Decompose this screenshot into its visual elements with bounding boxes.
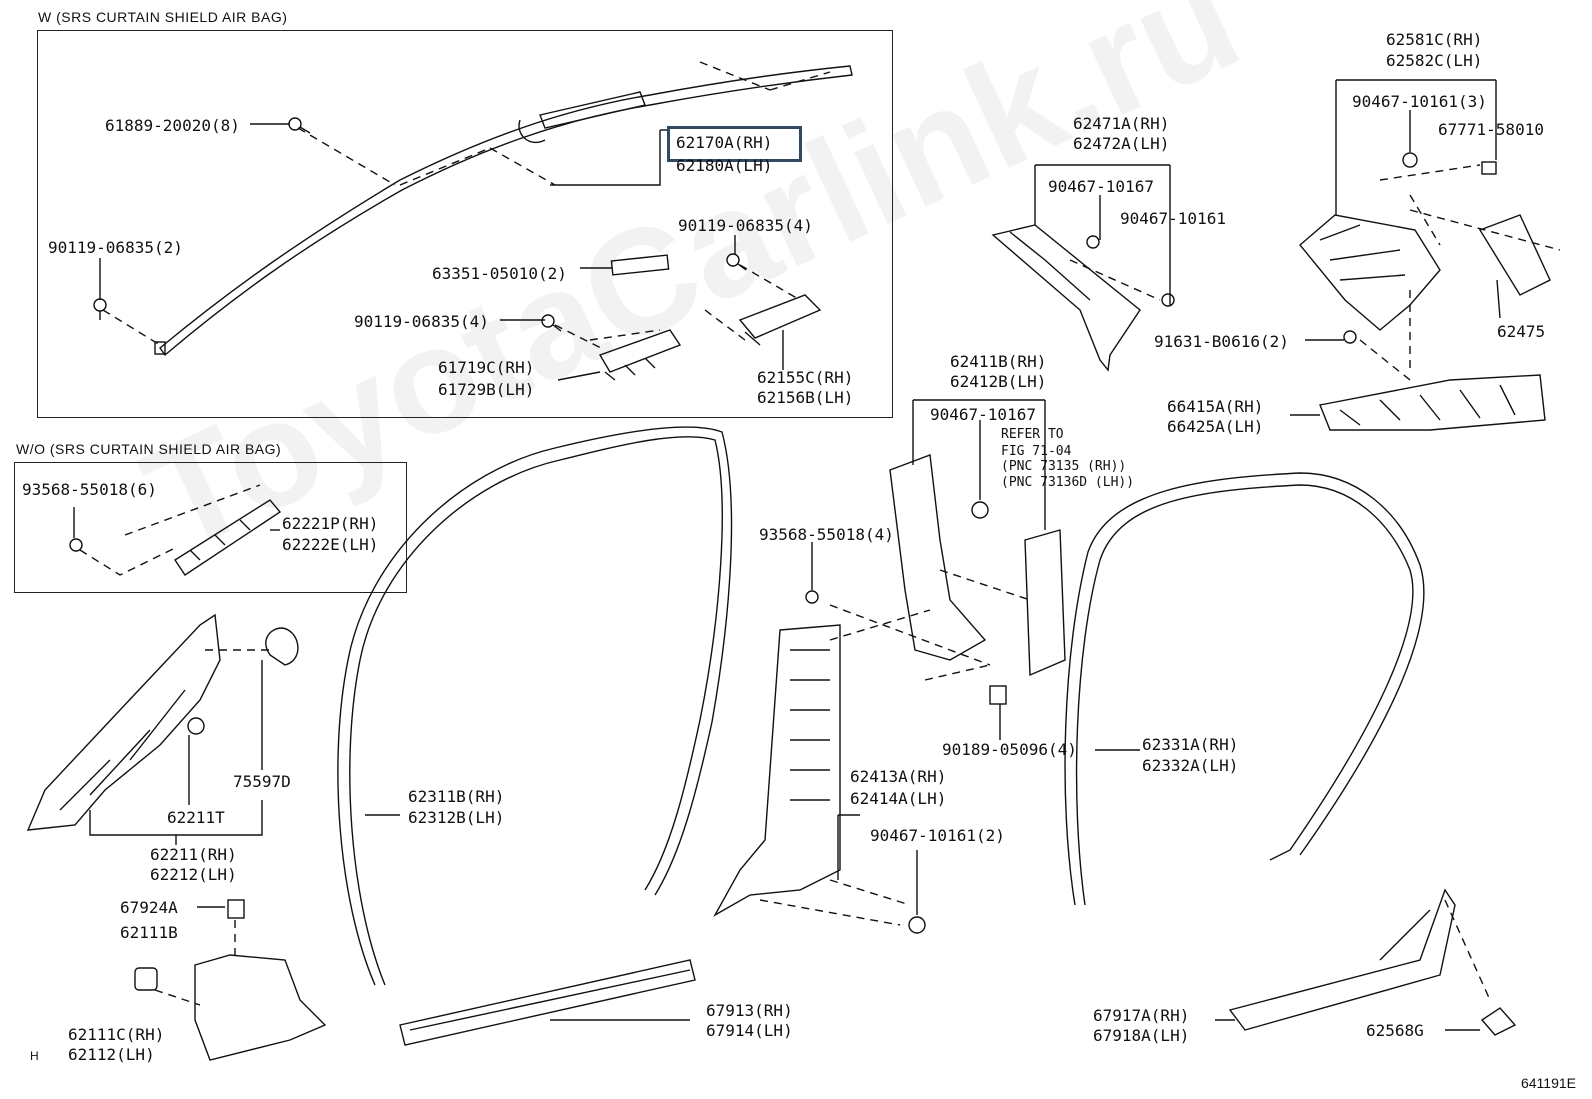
label-90119-c[interactable]: 90119-06835(4) bbox=[354, 312, 489, 331]
label-62170[interactable]: 62170A(RH) bbox=[676, 133, 773, 152]
scuff-67917 bbox=[1228, 888, 1456, 1031]
label-67917[interactable]: 67917A(RH) bbox=[1093, 1006, 1190, 1025]
label-90467-e[interactable]: 90467-10161(2) bbox=[870, 826, 1005, 845]
figure-number: 641191E bbox=[1520, 1075, 1576, 1091]
weatherstrip-62331 bbox=[1075, 484, 1414, 906]
label-62411[interactable]: 62411B(RH) bbox=[950, 352, 1047, 371]
label-67924[interactable]: 67924A bbox=[120, 898, 178, 917]
pillar-62471 bbox=[991, 224, 1141, 372]
label-62312[interactable]: 62312B(LH) bbox=[408, 808, 505, 827]
curtain-airbag bbox=[159, 65, 853, 357]
kick-panel-62111 bbox=[194, 954, 327, 1061]
label-62222[interactable]: 62222E(LH) bbox=[282, 535, 379, 554]
label-67771[interactable]: 67771-58010 bbox=[1438, 120, 1544, 139]
bracket-61719 bbox=[598, 329, 682, 381]
trim-62581 bbox=[1299, 214, 1441, 331]
seatbelt-cover bbox=[1024, 529, 1066, 677]
label-93568-b[interactable]: 93568-55018(4) bbox=[759, 525, 894, 544]
label-90119-a[interactable]: 90119-06835(2) bbox=[48, 238, 183, 257]
label-93568-a[interactable]: 93568-55018(6) bbox=[22, 480, 157, 499]
label-90189[interactable]: 90189-05096(4) bbox=[942, 740, 1077, 759]
label-62568[interactable]: 62568G bbox=[1366, 1021, 1424, 1040]
label-62471[interactable]: 62471A(RH) bbox=[1073, 114, 1170, 133]
label-90467-b[interactable]: 90467-10161 bbox=[1120, 209, 1226, 228]
label-90467-c[interactable]: 90467-10161(3) bbox=[1352, 92, 1487, 111]
without-airbag-header: W/O (SRS CURTAIN SHIELD AIR BAG) bbox=[16, 441, 282, 457]
label-62112[interactable]: 62112(LH) bbox=[68, 1045, 155, 1064]
label-62111[interactable]: 62111C(RH) bbox=[68, 1025, 165, 1044]
clip-62568 bbox=[1480, 1007, 1517, 1036]
reference-note-line-4: (PNC 73136D (LH)) bbox=[1001, 475, 1135, 490]
with-airbag-frame bbox=[37, 30, 893, 418]
pad-66415 bbox=[1319, 374, 1546, 431]
label-61719[interactable]: 61719C(RH) bbox=[438, 358, 535, 377]
label-61729[interactable]: 61729B(LH) bbox=[438, 380, 535, 399]
pillar-62211 bbox=[26, 613, 221, 831]
scuff-67913 bbox=[399, 959, 696, 1046]
pillar-62411 bbox=[889, 454, 987, 661]
label-67918[interactable]: 67918A(LH) bbox=[1093, 1026, 1190, 1045]
label-62211t[interactable]: 62211T bbox=[167, 808, 225, 827]
bolt-icon bbox=[93, 117, 747, 332]
label-61889[interactable]: 61889-20020(8) bbox=[105, 116, 240, 135]
label-90119-b[interactable]: 90119-06835(4) bbox=[678, 216, 813, 235]
selected-part-highlight[interactable] bbox=[667, 126, 802, 162]
bracket-62155 bbox=[738, 294, 822, 346]
label-62332[interactable]: 62332A(LH) bbox=[1142, 756, 1239, 775]
label-62581[interactable]: 62581C(RH) bbox=[1386, 30, 1483, 49]
label-62155[interactable]: 62155C(RH) bbox=[757, 368, 854, 387]
label-62412[interactable]: 62412B(LH) bbox=[950, 372, 1047, 391]
label-62414[interactable]: 62414A(LH) bbox=[850, 789, 947, 808]
corner-mark: H bbox=[30, 1049, 39, 1063]
label-63351[interactable]: 63351-05010(2) bbox=[432, 264, 567, 283]
label-62156[interactable]: 62156B(LH) bbox=[757, 388, 854, 407]
label-62311[interactable]: 62311B(RH) bbox=[408, 787, 505, 806]
label-62180[interactable]: 62180A(LH) bbox=[676, 156, 773, 175]
with-airbag-header: W (SRS CURTAIN SHIELD AIR BAG) bbox=[38, 9, 288, 25]
label-66425[interactable]: 66425A(LH) bbox=[1167, 417, 1264, 436]
label-91631[interactable]: 91631-B0616(2) bbox=[1154, 332, 1289, 351]
label-62582[interactable]: 62582C(LH) bbox=[1386, 51, 1483, 70]
without-airbag-frame bbox=[14, 462, 407, 593]
pad-62475 bbox=[1478, 214, 1551, 296]
label-75597[interactable]: 75597D bbox=[233, 772, 291, 791]
reference-note-line-3: (PNC 73135 (RH)) bbox=[1001, 459, 1127, 474]
label-90467-d[interactable]: 90467-10167 bbox=[930, 405, 1036, 424]
bracket-62221 bbox=[174, 499, 282, 576]
reference-note-line-2: FIG 71-04 bbox=[1001, 444, 1072, 459]
weatherstrip-62311 bbox=[349, 436, 723, 986]
label-62111b[interactable]: 62111B bbox=[120, 923, 178, 942]
reference-note-line-1: REFER TO bbox=[1001, 427, 1064, 442]
label-62413[interactable]: 62413A(RH) bbox=[850, 767, 947, 786]
label-62221[interactable]: 62221P(RH) bbox=[282, 514, 379, 533]
label-67914[interactable]: 67914(LH) bbox=[706, 1021, 793, 1040]
label-66415[interactable]: 66415A(RH) bbox=[1167, 397, 1264, 416]
label-62331[interactable]: 62331A(RH) bbox=[1142, 735, 1239, 754]
label-62475[interactable]: 62475 bbox=[1497, 322, 1546, 341]
label-62472[interactable]: 62472A(LH) bbox=[1073, 134, 1170, 153]
label-67913[interactable]: 67913(RH) bbox=[706, 1001, 793, 1020]
pillar-62413 bbox=[713, 624, 841, 917]
label-62212[interactable]: 62212(LH) bbox=[150, 865, 237, 884]
label-90467-a[interactable]: 90467-10167 bbox=[1048, 177, 1154, 196]
label-62211[interactable]: 62211(RH) bbox=[150, 845, 237, 864]
